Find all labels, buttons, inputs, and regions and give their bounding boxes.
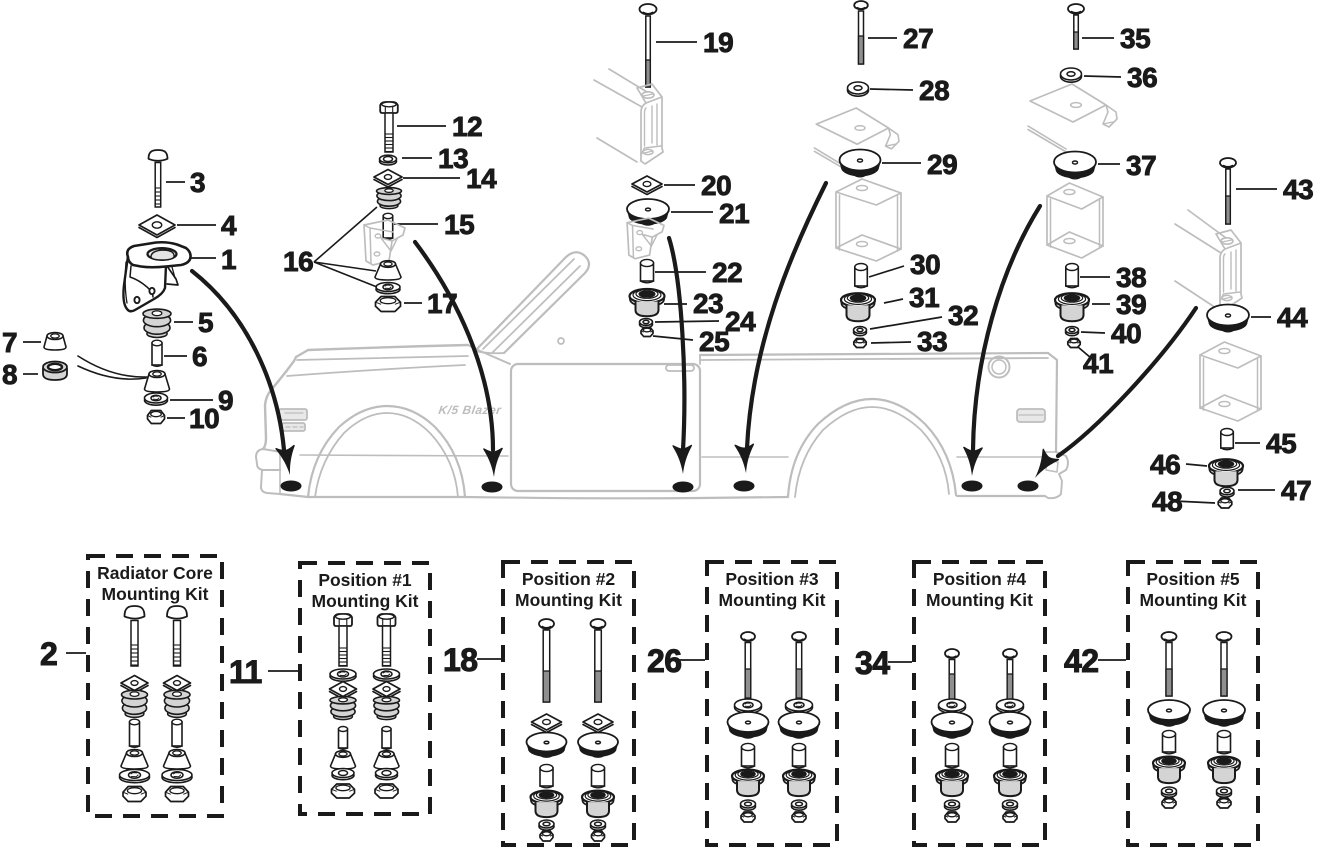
svg-text:6: 6 — [192, 341, 207, 372]
svg-text:1: 1 — [221, 244, 236, 275]
svg-text:20: 20 — [701, 170, 731, 201]
svg-text:Position #2: Position #2 — [522, 569, 616, 589]
svg-text:33: 33 — [917, 326, 947, 357]
svg-text:46: 46 — [1150, 449, 1180, 480]
svg-text:22: 22 — [712, 257, 742, 288]
svg-text:8: 8 — [2, 359, 17, 390]
svg-text:Position #1: Position #1 — [318, 570, 412, 590]
svg-text:43: 43 — [1283, 174, 1313, 205]
svg-text:24: 24 — [725, 306, 756, 337]
svg-text:35: 35 — [1120, 23, 1150, 54]
svg-text:28: 28 — [919, 75, 949, 106]
svg-text:Mounting Kit: Mounting Kit — [312, 591, 419, 611]
svg-text:15: 15 — [444, 209, 474, 240]
svg-text:19: 19 — [703, 27, 733, 58]
svg-text:3: 3 — [190, 167, 205, 198]
svg-text:39: 39 — [1116, 289, 1146, 320]
svg-text:11: 11 — [229, 654, 262, 690]
svg-text:26: 26 — [647, 643, 682, 679]
svg-text:K/5 Blazer: K/5 Blazer — [438, 403, 504, 417]
svg-text:42: 42 — [1064, 643, 1099, 679]
svg-text:40: 40 — [1111, 318, 1141, 349]
svg-text:29: 29 — [927, 149, 957, 180]
svg-text:38: 38 — [1116, 262, 1146, 293]
svg-text:32: 32 — [948, 300, 978, 331]
svg-text:27: 27 — [903, 23, 933, 54]
svg-text:2: 2 — [40, 636, 57, 672]
svg-text:44: 44 — [1277, 302, 1308, 333]
svg-text:14: 14 — [466, 163, 497, 194]
svg-text:47: 47 — [1281, 475, 1311, 506]
svg-text:34: 34 — [855, 645, 890, 681]
svg-text:45: 45 — [1266, 428, 1296, 459]
svg-text:9: 9 — [218, 385, 233, 416]
svg-text:Mounting Kit: Mounting Kit — [926, 590, 1033, 610]
svg-text:30: 30 — [910, 249, 940, 280]
svg-text:Mounting Kit: Mounting Kit — [515, 590, 622, 610]
svg-text:Mounting Kit: Mounting Kit — [1140, 590, 1247, 610]
svg-text:Position #3: Position #3 — [725, 569, 819, 589]
svg-text:12: 12 — [452, 111, 482, 142]
svg-text:18: 18 — [443, 642, 478, 678]
svg-text:17: 17 — [427, 288, 457, 319]
svg-text:21: 21 — [719, 198, 749, 229]
svg-text:Position #5: Position #5 — [1146, 569, 1240, 589]
svg-text:31: 31 — [909, 282, 939, 313]
svg-text:5: 5 — [198, 307, 213, 338]
svg-text:10: 10 — [189, 403, 219, 434]
svg-text:25: 25 — [699, 326, 729, 357]
svg-text:23: 23 — [693, 288, 723, 319]
svg-text:4: 4 — [221, 210, 237, 241]
svg-text:Radiator Core: Radiator Core — [97, 563, 213, 583]
svg-text:Mounting Kit: Mounting Kit — [102, 584, 209, 604]
svg-text:Mounting Kit: Mounting Kit — [719, 590, 826, 610]
svg-text:41: 41 — [1083, 348, 1113, 379]
svg-text:7: 7 — [2, 327, 17, 358]
svg-text:36: 36 — [1127, 62, 1157, 93]
svg-text:13: 13 — [438, 143, 468, 174]
svg-text:37: 37 — [1126, 150, 1156, 181]
svg-text:Position #4: Position #4 — [933, 569, 1027, 589]
svg-text:16: 16 — [283, 246, 313, 277]
